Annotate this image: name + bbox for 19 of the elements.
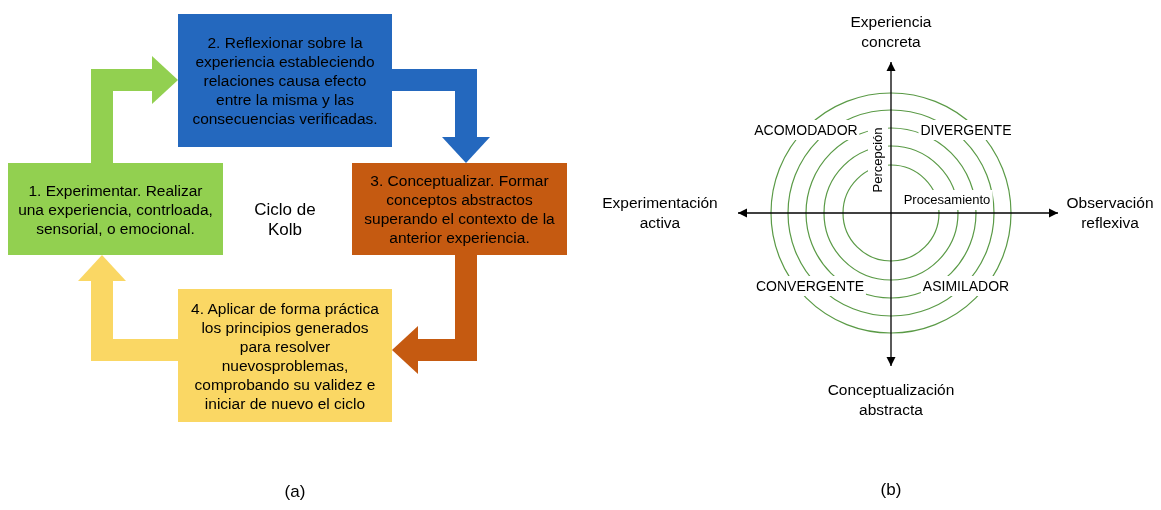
arrow [91, 56, 178, 163]
axis-name: Procesamiento [901, 190, 993, 210]
axis-label: Experimentación activa [601, 193, 719, 233]
step-box: 4. Aplicar de forma práctica los principios generados para resolver nuevosproblemas, comprobando su validez e iniciar de nuevo el ciclo [178, 289, 392, 422]
arrow [392, 255, 477, 374]
quadrant-label: ASIMILADOR [920, 276, 1012, 296]
cycle-label: Ciclo de Kolb [253, 200, 317, 240]
quadrant-label: CONVERGENTE [753, 276, 867, 296]
step-box: 2. Reflexionar sobre la experiencia estableciendo relaciones causa efecto entre la misma y las consecuencias verificadas. [178, 14, 392, 147]
step-box: 1. Experimentar. Realizar una experiencia, contrloada, sensorial, o emocional. [8, 163, 223, 255]
axis-label: Observación reflexiva [1065, 193, 1155, 233]
axis-label: Conceptualización abstracta [826, 380, 956, 420]
axis-name: Percepción [868, 125, 888, 195]
axis-label: Experiencia concreta [849, 12, 933, 52]
step-box: 3. Conceptualizar. Formar conceptos abstractos superando el contexto de la anterior experiencia. [352, 163, 567, 255]
quadrant-label: ACOMODADOR [752, 120, 860, 140]
panel-label: (b) [880, 480, 902, 500]
quadrant-label: DIVERGENTE [918, 120, 1014, 140]
panel-label: (a) [284, 482, 306, 502]
